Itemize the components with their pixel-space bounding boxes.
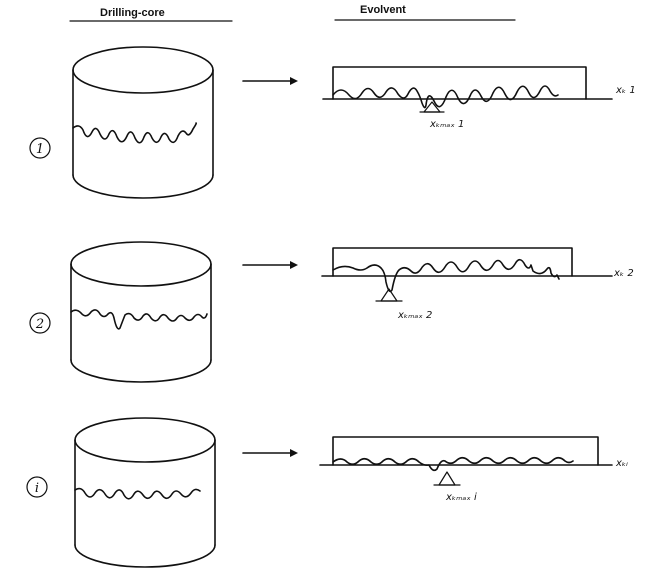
evolvent-box bbox=[332, 247, 573, 277]
number-circle-icon bbox=[29, 137, 51, 159]
row-2-number-circle: 2 bbox=[29, 312, 51, 334]
evolvent-curve bbox=[332, 456, 574, 472]
number-circle-icon bbox=[26, 476, 48, 498]
evolvent-1-max-label: xₖₘₐₓ 1 bbox=[429, 119, 464, 130]
cylinder-core-icon bbox=[70, 241, 212, 383]
evolvent-1: xₖ 1 xₖₘₐₓ 1 bbox=[322, 66, 636, 130]
row-2: 2 xₖ 2 xₖₘₐₓ 2 bbox=[29, 241, 634, 383]
number-circle-icon bbox=[29, 312, 51, 334]
row-1: 1 xₖ 1 xₖₘₐₓ 1 bbox=[29, 46, 636, 199]
row-i-number-circle: i bbox=[26, 476, 48, 498]
evolvent-i: xₖᵢ xₖₘₐₓ i bbox=[319, 436, 628, 503]
evolvent-curve bbox=[332, 258, 560, 293]
evolvent-curve bbox=[332, 85, 559, 109]
cylinder-core-icon bbox=[72, 46, 214, 199]
evolvent-2-line-label: xₖ 2 bbox=[613, 268, 634, 279]
arrow-right-icon bbox=[242, 449, 298, 457]
row-i-number: i bbox=[35, 481, 39, 496]
header-evolvent: Evolvent bbox=[360, 4, 406, 16]
row-i: i xₖᵢ xₖₘₐₓ i bbox=[26, 417, 628, 568]
row-1-number-circle: 1 bbox=[29, 137, 51, 159]
row-2-number: 2 bbox=[35, 317, 44, 332]
triangle-marker-icon bbox=[438, 471, 456, 486]
evolvent-2: xₖ 2 xₖₘₐₓ 2 bbox=[321, 247, 634, 321]
row-1-number: 1 bbox=[36, 142, 44, 157]
evolvent-i-max-label: xₖₘₐₓ i bbox=[445, 492, 477, 503]
evolvent-i-line-label: xₖᵢ bbox=[615, 458, 628, 469]
evolvent-1-line-label: xₖ 1 bbox=[615, 85, 636, 96]
evolvent-box bbox=[332, 436, 599, 466]
arrow-right-icon bbox=[242, 77, 298, 85]
evolvent-box bbox=[332, 66, 587, 100]
evolvent-2-max-label: xₖₘₐₓ 2 bbox=[397, 310, 432, 321]
header-drilling-core: Drilling-core bbox=[100, 7, 165, 19]
arrow-right-icon bbox=[242, 261, 298, 269]
cylinder-core-icon bbox=[74, 417, 216, 568]
